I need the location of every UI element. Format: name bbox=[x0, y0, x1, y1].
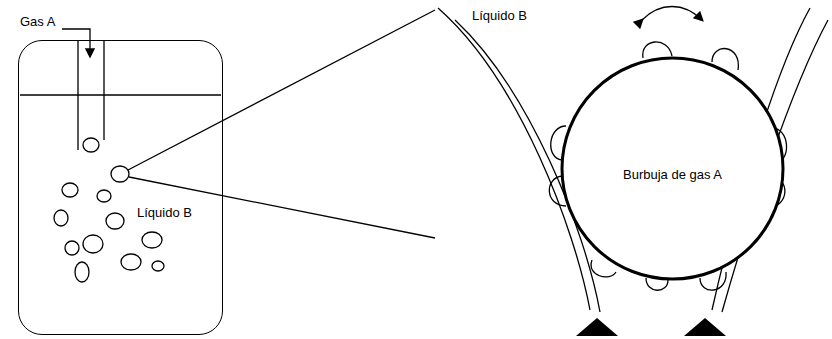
nozzle-triangle bbox=[684, 318, 726, 336]
beaker: Líquido B bbox=[18, 40, 223, 335]
gas-label: Gas A bbox=[20, 14, 55, 30]
node-text: Líquido B bbox=[137, 205, 192, 221]
zoom-line bbox=[129, 177, 435, 238]
zoom-line bbox=[128, 10, 435, 170]
gas-bubble: Burbuja de gas A bbox=[560, 56, 785, 281]
node-text: Burbuja de gas A bbox=[618, 167, 728, 183]
gas-tube bbox=[78, 40, 104, 150]
circulation-arrow bbox=[642, 7, 702, 21]
surface-eddies bbox=[549, 42, 786, 290]
nozzle-triangle bbox=[576, 318, 618, 336]
inlet-arrow bbox=[62, 29, 90, 56]
liquid-level bbox=[20, 94, 221, 95]
liquid-label: Líquido B bbox=[472, 8, 527, 24]
